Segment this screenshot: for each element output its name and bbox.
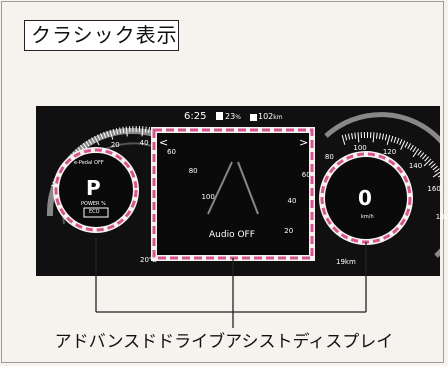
gauge-tick	[393, 136, 397, 143]
range-icon	[250, 114, 257, 121]
gauge-tick	[407, 143, 412, 150]
center-left-arrow: <	[159, 136, 169, 149]
gauge-tick	[417, 150, 422, 156]
gauge-tick	[423, 158, 432, 167]
gauge-tick	[91, 137, 95, 144]
eco-label: ECO	[89, 209, 100, 215]
gauge-tick	[404, 141, 409, 148]
gauge-tick	[432, 165, 438, 171]
eco-percent-unit: %	[235, 114, 241, 121]
gauge-tick	[145, 126, 147, 133]
gauge-tick	[419, 152, 425, 158]
gauge-tick	[381, 133, 385, 140]
center-right-arrow: >	[299, 136, 309, 149]
power-label: POWER %	[81, 201, 106, 207]
gauge-tick	[112, 128, 116, 135]
left-gauge-highlight	[54, 148, 138, 232]
right-gauge-scale-label: 100	[353, 144, 367, 153]
gauge-tick	[399, 139, 403, 146]
gauge-tick	[372, 132, 375, 143]
eco-badge-frame	[83, 207, 109, 218]
gauge-tick	[96, 134, 101, 141]
gauge-tick	[122, 126, 125, 133]
right-gauge-scale-label: 40	[287, 197, 297, 206]
eco-percent-value: 23	[225, 112, 236, 121]
gauge-tick	[106, 130, 110, 137]
page-frame	[1, 1, 444, 363]
gauge-tick	[109, 129, 114, 140]
right-gauge-scale-label: 120	[382, 147, 397, 156]
gauge-tick	[148, 126, 150, 134]
gauge-tick	[88, 139, 93, 145]
gauge-tick	[351, 133, 354, 140]
right-gauge-scale-label: 80	[324, 152, 334, 161]
gear-indicator: P	[86, 176, 101, 200]
eco-icon	[216, 112, 223, 120]
gauge-tick	[437, 175, 440, 178]
speed-value: 0	[358, 186, 372, 210]
gauge-tick	[390, 135, 394, 142]
gauge-tick	[125, 126, 128, 137]
left-gauge-scale-label: 20	[110, 140, 120, 149]
gauge-tick	[344, 134, 348, 141]
audio-status: Audio OFF	[209, 230, 255, 240]
gauge-tick	[341, 135, 346, 145]
gauge-tick	[396, 137, 400, 144]
small-range-readout: 19km	[336, 258, 356, 266]
lane-line-right	[237, 161, 259, 215]
lane-line-left	[207, 161, 233, 215]
gauge-tick	[432, 171, 440, 178]
range-readout: 102km	[258, 112, 283, 121]
temperature-readout: 20℃	[140, 256, 157, 264]
gauge-tick	[386, 135, 391, 145]
gauge-tick	[103, 131, 107, 138]
gauge-tick	[115, 128, 119, 135]
gauge-tick	[378, 133, 381, 140]
gauge-tick	[93, 135, 100, 146]
gauge-tick	[119, 127, 122, 134]
gauge-tick	[347, 133, 351, 140]
gauge-tick	[428, 160, 434, 166]
display-callout-label: アドバンスドドライブアシストディスプレイ	[54, 332, 394, 352]
gauge-tick	[409, 144, 414, 151]
left-gauge-scale-label: 40	[139, 138, 149, 147]
clock-readout: 6:25	[184, 111, 207, 122]
gauge-tick	[357, 132, 360, 143]
range-unit: km	[273, 114, 283, 121]
range-value: 102	[258, 112, 274, 121]
gauge-tick	[424, 156, 430, 162]
eco-percent: 23%	[225, 112, 241, 121]
gauge-tick	[422, 154, 427, 160]
section-title: クラシック表示	[24, 20, 179, 51]
dashboard-graphic	[36, 106, 440, 276]
gauge-tick	[375, 132, 378, 139]
gauge-tick	[412, 148, 420, 158]
gauge-tick	[354, 132, 357, 139]
gauge-tick	[434, 168, 440, 173]
right-gauge-scale-label: 60	[301, 171, 311, 180]
epedal-status: e-Pedal OFF	[74, 160, 104, 166]
gauge-tick	[430, 163, 436, 168]
gauge-tick	[141, 126, 144, 137]
gauge-tick	[85, 140, 90, 147]
right-gauge-ticks	[341, 132, 440, 181]
gauge-tick	[412, 146, 417, 153]
left-gauge-scale-label: 60	[167, 147, 176, 156]
right-gauge-scale-label: 160	[427, 184, 441, 193]
gauge-tick	[100, 133, 104, 140]
right-gauge-scale-label: 140	[408, 161, 423, 170]
gauge-tick	[400, 140, 406, 150]
gauge-tick	[82, 142, 88, 149]
dashboard-panel: 6:25 23% 102km < > Audio OFF e-Pedal OFF…	[36, 106, 448, 276]
speed-unit: km/h	[361, 214, 374, 220]
right-gauge-arc	[324, 112, 440, 258]
left-gauge-scale-label: 80	[188, 166, 198, 175]
gauge-tick	[384, 134, 388, 141]
right-gauge-scale-label: 20	[284, 226, 294, 235]
left-gauge-scale-label: 100	[201, 192, 215, 201]
right-gauge-scale-label: 180	[435, 213, 448, 222]
